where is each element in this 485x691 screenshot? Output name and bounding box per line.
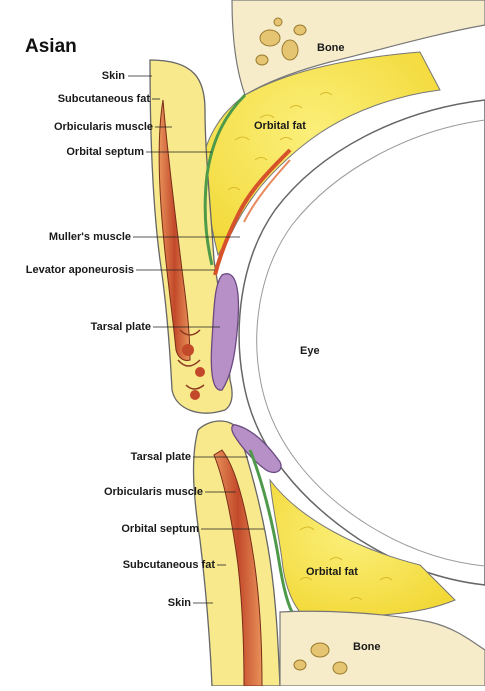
label-orbital-septum-lower: Orbital septum xyxy=(121,523,199,535)
label-subcutaneous-fat-upper: Subcutaneous fat xyxy=(58,93,150,105)
label-tarsal-plate-lower: Tarsal plate xyxy=(131,451,191,463)
orbital-fat-bottom-label: Orbital fat xyxy=(306,566,358,578)
label-tarsal-plate-upper: Tarsal plate xyxy=(91,321,151,333)
tarsal-plate-upper xyxy=(211,274,238,390)
label-skin-upper: Skin xyxy=(102,70,125,82)
bone-bottom-region xyxy=(280,611,485,686)
label-orbicularis-muscle-lower: Orbicularis muscle xyxy=(104,486,203,498)
label-skin-lower: Skin xyxy=(168,597,191,609)
orbital-fat-top-label: Orbital fat xyxy=(254,120,306,132)
diagram-title: Asian xyxy=(25,36,77,58)
bone-top-label: Bone xyxy=(317,42,345,54)
label-levator-aponeurosis: Levator aponeurosis xyxy=(26,264,134,276)
label-mullers-muscle: Muller's muscle xyxy=(49,231,131,243)
label-subcutaneous-fat-lower: Subcutaneous fat xyxy=(123,559,215,571)
label-orbicularis-muscle-upper: Orbicularis muscle xyxy=(54,121,153,133)
label-orbital-septum-upper: Orbital septum xyxy=(66,146,144,158)
eye-label: Eye xyxy=(300,345,320,357)
bone-bottom-label: Bone xyxy=(353,641,381,653)
